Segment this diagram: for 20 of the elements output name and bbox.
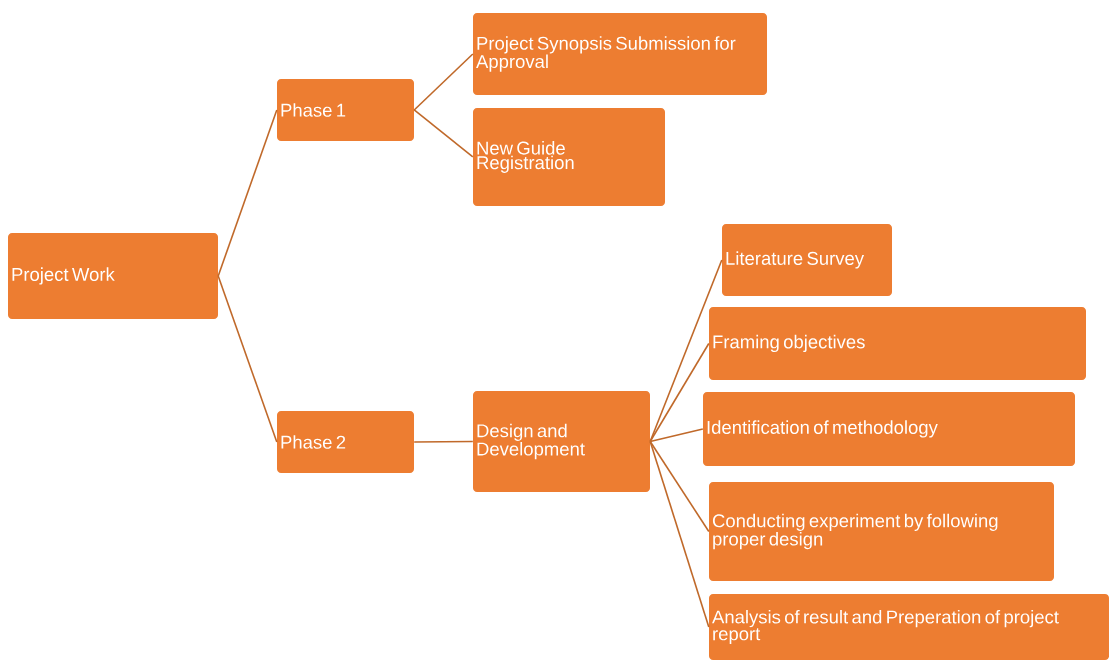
process-box: Literature Survey: [722, 224, 892, 296]
connector-line: [649, 440, 710, 533]
process-box: Design and Development: [473, 391, 650, 492]
process-box: New Guide Registration: [473, 108, 665, 206]
connector-line: [649, 440, 710, 628]
connector-line: [413, 109, 474, 158]
process-box: Conducting experiment by following proper design: [709, 482, 1054, 581]
connector-line: [413, 440, 474, 443]
process-box: Framing objectives: [709, 307, 1086, 380]
process-box: Project Synopsis Submission for Approval: [473, 13, 767, 95]
connector-line: [217, 275, 278, 443]
process-box: Identification of methodology: [703, 392, 1075, 466]
process-box: Analysis of result and Preperation of project report: [709, 594, 1109, 660]
connector-line: [649, 428, 704, 443]
connector-line: [649, 342, 710, 443]
connector-line: [217, 109, 278, 277]
process-box: Phase 1: [277, 79, 414, 141]
process-box: Phase 2: [277, 411, 414, 473]
connector-line: [413, 53, 474, 111]
process-box: Project Work: [8, 233, 218, 319]
